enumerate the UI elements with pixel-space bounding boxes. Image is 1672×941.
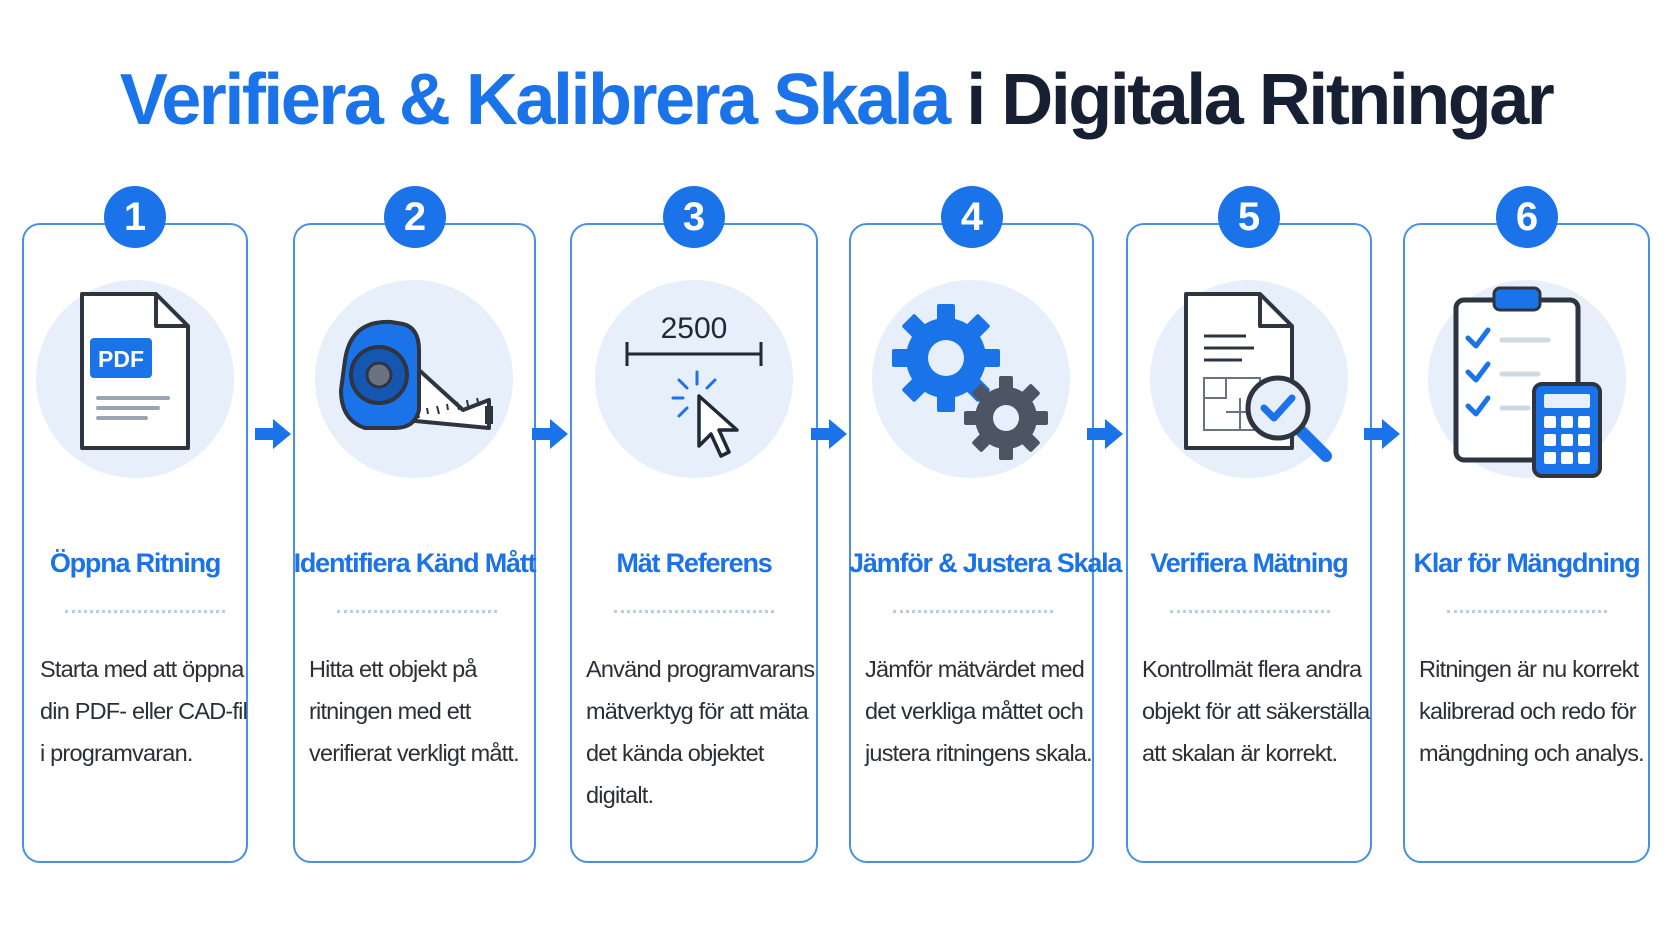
tape-measure-icon: [339, 319, 493, 430]
step-title: Öppna Ritning: [49, 548, 222, 578]
step-description: Ritningen är nu korrekt kalibrerad och r…: [1419, 656, 1645, 766]
divider: [1447, 610, 1607, 613]
page-title: Verifiera & Kalibrera Skala i Digitala R…: [0, 58, 1672, 142]
step-description: Kontrollmät flera andra objekt för att s…: [1142, 656, 1370, 766]
arrow-right-icon: [532, 419, 568, 449]
clipboard-calculator-icon: [1453, 286, 1602, 478]
divider: [337, 610, 497, 613]
pdf-label: PDF: [98, 346, 144, 372]
divider: [893, 610, 1053, 613]
step-title: Identifiera Känd Mått: [293, 548, 537, 578]
step-description: Starta med att öppna din PDF- eller CAD-…: [40, 656, 248, 766]
step-title: Jämför & Justera Skala: [849, 548, 1122, 578]
step-number-badge: 4: [941, 186, 1003, 248]
measure-value: 2500: [661, 312, 728, 345]
divider: [614, 610, 774, 613]
gears-icon: [892, 304, 1048, 460]
divider: [65, 610, 225, 613]
arrow-right-icon: [811, 419, 847, 449]
step-number-badge: 3: [663, 186, 725, 248]
measure-cursor-icon: 2500: [625, 312, 763, 458]
step-number-badge: 1: [104, 186, 166, 248]
step-number-badge: 5: [1218, 186, 1280, 248]
title-rest: i Digitala Ritningar: [966, 60, 1555, 140]
arrow-right-icon: [1087, 419, 1123, 449]
step-title: Verifiera Mätning: [1150, 548, 1348, 578]
document-magnifier-check-icon: [1184, 292, 1332, 462]
step-title: Klar för Mängdning: [1413, 548, 1641, 578]
arrow-right-icon: [1364, 419, 1400, 449]
step-number-badge: 6: [1496, 186, 1558, 248]
title-highlight: Verifiera & Kalibrera Skala: [119, 60, 952, 140]
step-number-badge: 2: [384, 186, 446, 248]
icon-background: [595, 280, 793, 478]
pdf-document-icon: PDF: [80, 292, 190, 450]
step-title: Mät Referens: [616, 548, 772, 578]
divider: [1170, 610, 1330, 613]
arrow-right-icon: [255, 419, 291, 449]
step-description: Jämför mätvärdet med det verkliga måttet…: [865, 656, 1093, 766]
step-description: Hitta ett objekt på ritningen med ett ve…: [309, 656, 520, 766]
step-description: Använd programvarans mätverktyg för att …: [586, 656, 815, 808]
